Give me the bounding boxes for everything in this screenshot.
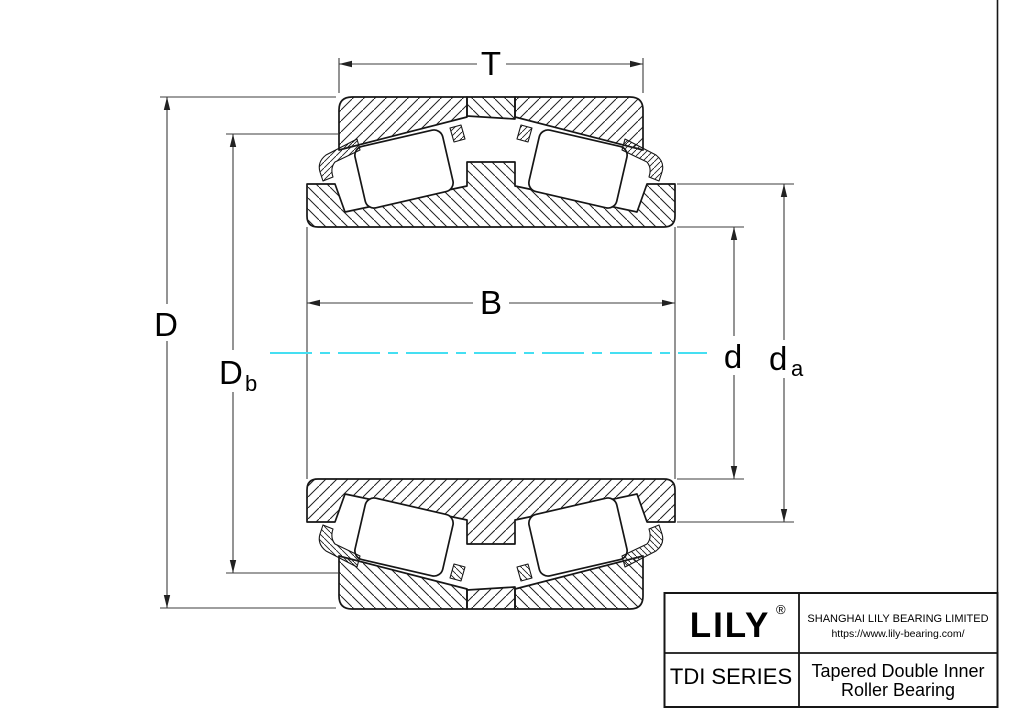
dim-label-B: B <box>480 284 502 321</box>
title-block <box>663 592 999 708</box>
dim-label-Db: D <box>219 354 243 391</box>
dim-label-Db-sub: b <box>245 371 257 396</box>
series-name: TDI SERIES <box>670 664 792 689</box>
cage-right-inner <box>516 124 533 143</box>
dim-label-d: d <box>724 338 742 375</box>
company-website: https://www.lily-bearing.com/ <box>831 628 964 640</box>
cage-left-inner <box>449 124 466 143</box>
dim-T <box>338 58 644 93</box>
outer-cup-right <box>514 96 644 151</box>
dim-Db <box>226 133 338 574</box>
dim-label-da: d <box>769 340 787 377</box>
product-name-line2: Roller Bearing <box>841 680 955 700</box>
dim-d <box>677 226 744 480</box>
dimensions <box>160 58 794 609</box>
tapered-roller-right <box>528 129 628 209</box>
tapered-roller-left <box>354 129 454 209</box>
company-logo: LILY <box>690 606 771 645</box>
dim-B <box>307 299 675 307</box>
bearing-bottom-half <box>306 478 676 610</box>
cage-right-outer <box>621 138 664 182</box>
outer-cup-left <box>338 96 468 151</box>
product-name-line1: Tapered Double Inner <box>811 661 984 681</box>
bearing-top-half <box>306 96 676 228</box>
inner-ring-cone <box>306 161 676 228</box>
cup-spacer <box>466 96 516 120</box>
dim-da <box>677 183 794 523</box>
dim-D <box>160 96 336 609</box>
cage-left-outer <box>318 138 361 182</box>
dim-label-D: D <box>154 306 178 343</box>
company-name: SHANGHAI LILY BEARING LIMITED <box>807 613 988 625</box>
dim-label-da-sub: a <box>791 356 804 381</box>
registered-mark: ® <box>776 602 786 617</box>
dim-label-T: T <box>481 45 501 82</box>
